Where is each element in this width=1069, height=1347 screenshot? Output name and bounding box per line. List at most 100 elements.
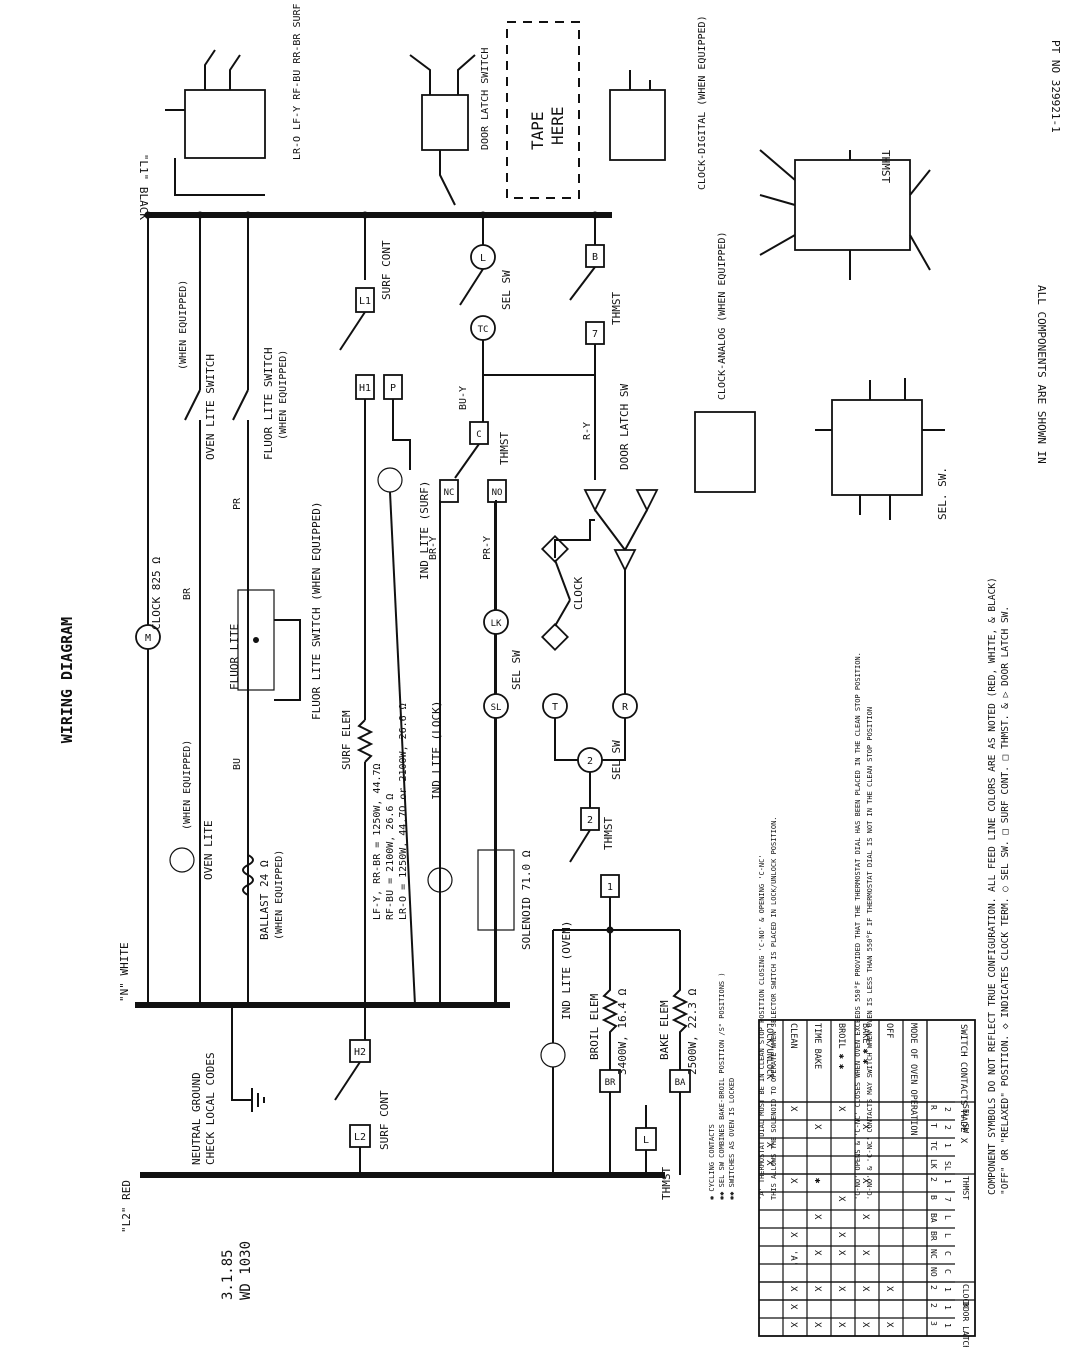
ballast-coil [242,854,254,896]
svg-text:TC: TC [478,325,489,335]
l1-label: "L1" BLACK [137,154,150,221]
note-a2: THIS ALLOWS THE SOLENOID TO OPERATE WHEN… [770,816,778,1200]
bake-elem-label: BAKE ELEM [658,1000,671,1060]
thmst-label-lower: THMST [602,817,615,850]
ind-lite-surf-icon [377,467,403,493]
sel-sw-component [831,399,923,496]
surf-elem-rating-1: LF-Y, RR-BR = 1250W, 44.7Ω [372,763,383,920]
table-cell: ✱ [812,1178,822,1184]
footer-note-2: "OFF" OR "RELAXED" POSITION. ◇ INDICATES… [1000,606,1011,1195]
neutral-label: "N" WHITE [118,942,131,1002]
fluor-lite-switch-we-label: FLUOR LITE SWITCH (WHEN EQUIPPED) [310,501,323,720]
svg-text:(WHEN EQUIPPED): (WHEN EQUIPPED) [182,740,193,830]
table-subheader2: 2 [929,1177,938,1182]
diagram-title: WIRING DIAGRAM [58,617,76,743]
clock-motor-icon [135,624,161,650]
table-cell: X [812,1286,822,1292]
svg-text:L: L [643,1135,649,1146]
table-subheader: 1 [943,1323,952,1328]
svg-text:L: L [480,253,486,264]
oven-lite-switch-label: OVEN LITE SWITCH [204,354,217,460]
clock-terminal-2 [540,622,570,652]
svg-text:LK: LK [491,619,502,629]
table-row-mode: BROIL ✱ ✱ [836,1023,846,1069]
table-subheader: 7 [943,1197,952,1202]
thmst-detail-label: THMST [879,150,892,183]
fluor-lite-tube [237,589,275,691]
table-subheader: C [943,1251,952,1256]
fluor-lite-switch [232,389,249,421]
table-cell: X [860,1250,870,1256]
surf-elem-rating-2: RF-BU = 2100W, 26.6 Ω [385,794,396,920]
table-subheader: L [943,1233,952,1238]
table-cell: X [764,1142,774,1148]
ind-lite-lock-icon [427,867,453,893]
table-subheader: 1 [943,1143,952,1148]
wire-tag-br: BR [182,587,193,600]
note-sel-sw: ✱✱ SEL SW COMBINES BAKE-BROIL POSITION /… [718,972,726,1200]
ind-lite-oven-icon [540,1042,566,1068]
oven-lite-bulb-icon [169,847,195,873]
surf-elem-rating-3: LR-O = 1250W, 44.7Ω or 2100W, 26.6 Ω [398,703,409,920]
surf-cont-label-lower: SURF CONT [378,1090,391,1150]
ind-lite-surf-label: IND LITE (SURF) [418,481,431,580]
ballast-label: BALLAST 24 Ω [258,860,271,940]
table-cell: X [860,1286,870,1292]
l2-label: "L2" RED [120,1180,133,1233]
table-row-mode: MODE OF OVEN OPERATION [908,1023,918,1136]
table-cell: X [812,1250,822,1256]
wire-tag-pr-y: PR-Y [482,536,493,560]
table-cell: X [836,1196,846,1202]
table-row-mode: BAKE ✱ ✱ [860,1023,870,1064]
table-subheader2: BR [929,1231,938,1241]
ind-lite-lock-label: IND LITE (LOCK) [430,701,443,800]
thmst-nc-terminal [439,479,459,503]
broil-elem-rating: 3400W, 16.4 Ω [616,989,629,1075]
ground-wire [231,1005,252,1101]
table-cell: X [788,1106,798,1112]
table-subheader2: TC [929,1141,938,1151]
table-subheader2: LK [929,1159,938,1169]
table-subheader2: BA [929,1213,938,1223]
svg-text:(WHEN EQUIPPED): (WHEN EQUIPPED) [178,280,189,370]
surf-elem-label: SURF ELEM [340,710,353,770]
svg-text:NC: NC [444,488,455,498]
table-subheader2: T [929,1123,938,1128]
table-cell: X [812,1322,822,1328]
clock-digital-component [609,89,666,161]
note-a4: 'C-NO' & 'C-NC' CONTACTS MAY SWITCH WHEN… [866,707,874,1200]
ground-label-1: NEUTRAL GROUND [190,1072,203,1165]
fluor-lite-switch-label: FLUOR LITE SWITCH [262,347,275,460]
svg-text:7: 7 [592,329,598,340]
tape-label-1: TAPE [528,111,547,150]
table-cell: X [860,1322,870,1328]
table-subheader2: 2 [929,1303,938,1308]
svg-text:SL: SL [491,703,502,713]
table-subheader2: R [929,1105,938,1110]
sel-sw-label-bottom: SEL SW [610,740,623,780]
oven-lite-switch [184,389,201,421]
sel-sw-detail-label: SEL. SW. [936,467,949,520]
surf-cont-switch-l1 [339,311,366,351]
table-cell: X [788,1232,798,1238]
svg-text:H1: H1 [359,383,371,394]
table-header-col: SEL SW [961,1104,970,1133]
svg-text:BR: BR [605,1078,616,1088]
svg-text:C: C [476,430,481,440]
table-subheader: 1 [943,1287,952,1292]
clock-digital-label: CLOCK-DIGITAL (WHEN EQUIPPED) [697,15,708,190]
table-cell: X [836,1286,846,1292]
table-header-switch: SWITCH CONTACTS MADE X [958,1024,968,1144]
surf-cont-ks-label: LR-O LF-Y RF-BU RR-BR SURF CONT (K-S) [292,0,303,160]
fluor-lite-label: FLUOR LITE [228,624,241,690]
stamp-code: WD 1030 [238,1241,254,1300]
table-subheader: 1 [943,1305,952,1310]
table-row-mode: TIME BAKE [812,1023,822,1069]
table-cell: X [812,1124,822,1130]
table-subheader: C [943,1269,952,1274]
door-latch-terminal-3 [583,489,607,513]
table-subheader: 1 [943,1179,952,1184]
svg-text:M: M [145,633,151,644]
table-subheader2: B [929,1195,938,1200]
